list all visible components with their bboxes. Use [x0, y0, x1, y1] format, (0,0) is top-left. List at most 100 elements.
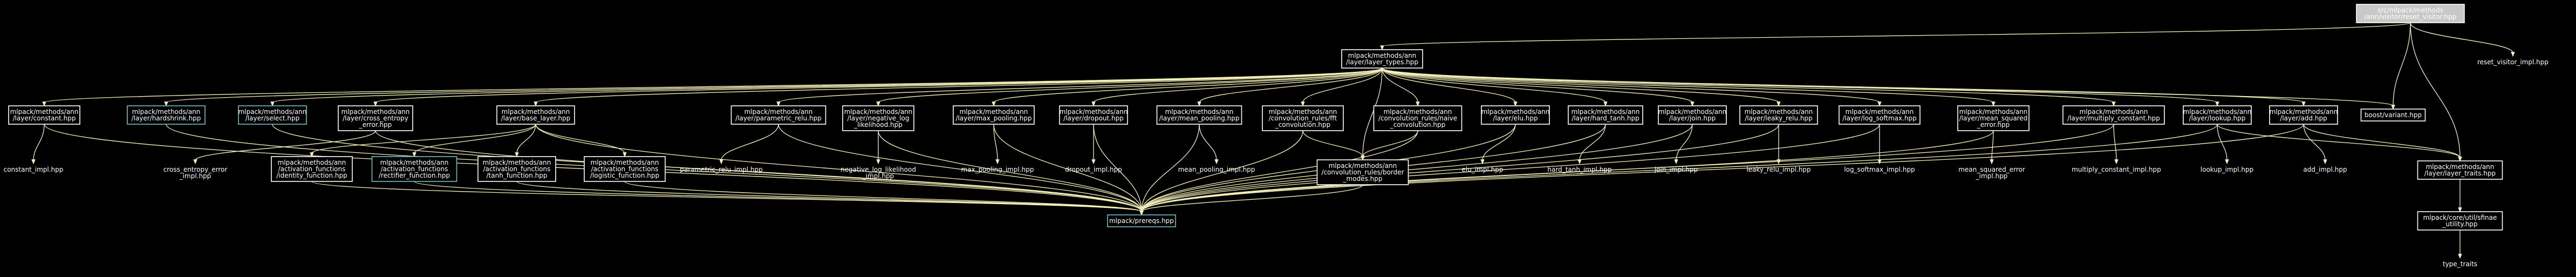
node-box [1107, 214, 1176, 227]
node-hard-tanh-impl[interactable]: hard_tanh_impl.hpp [1547, 166, 1611, 173]
node-rectifier-fn[interactable]: mlpack/methods/ann/activation_functions/… [371, 156, 457, 182]
edge-arrowhead [1480, 159, 1485, 165]
node-max-pooling[interactable]: mlpack/methods/ann/layer/max_pooling.hpp [953, 105, 1035, 125]
node-join[interactable]: mlpack/methods/ann/layer/join.hpp [1658, 105, 1727, 125]
edge-max-pooling-to-max-pooling-impl [993, 124, 998, 161]
node-elu-impl[interactable]: elu_impl.hpp [1462, 166, 1504, 173]
node-leaky-relu[interactable]: mlpack/methods/ann/layer/leaky_relu.hpp [1739, 105, 1818, 125]
node-label-line: mlpack/methods/ann [2270, 108, 2338, 116]
node-label-line: mlpack/methods/ann [1384, 108, 1452, 116]
edge-arrowhead [1091, 159, 1096, 165]
node-join-impl[interactable]: join_impl.hpp [1654, 166, 1698, 173]
node-label-line: _impl.hpp [862, 172, 894, 180]
node-parametric-relu[interactable]: mlpack/methods/ann/layer/parametric_relu… [730, 105, 826, 125]
node-select[interactable]: mlpack/methods/ann/layer/select.hpp [238, 105, 307, 125]
node-elu[interactable]: mlpack/methods/ann/layer/elu.hpp [1481, 105, 1550, 125]
node-prereqs[interactable]: mlpack/prereqs.hpp [1107, 214, 1176, 227]
edge-cross-entropy-to-prereqs [375, 130, 1142, 212]
edge-layer-types-to-hard-tanh [1382, 67, 1606, 103]
node-add[interactable]: mlpack/methods/ann/layer/add.hpp [2269, 105, 2338, 125]
node-reset-visitor-impl[interactable]: reset_visitor_impl.hpp [2477, 58, 2548, 66]
node-logistic-fn[interactable]: mlpack/methods/ann/activation_functions/… [584, 156, 666, 182]
node-mean-pooling-impl[interactable]: mean_pooling_impl.hpp [1178, 166, 1255, 173]
node-hard-tanh[interactable]: mlpack/methods/ann/layer/hard_tanh.hpp [1568, 105, 1643, 125]
edge-arrowhead [1603, 102, 1608, 107]
node-label-line: _convolution.hpp [1275, 121, 1331, 129]
node-hardshrink[interactable]: mlpack/methods/ann/layer/hardshrink.hpp [127, 105, 206, 125]
node-box [1839, 105, 1921, 125]
node-label-line: leaky_relu_impl.hpp [1746, 166, 1810, 173]
node-lookup-impl[interactable]: lookup_impl.hpp [2201, 166, 2253, 173]
node-label-line: /layer/negative_log [848, 114, 910, 122]
node-label-line: log_softmax_impl.hpp [1844, 166, 1915, 173]
node-log-softmax[interactable]: mlpack/methods/ann/layer/log_softmax.hpp [1839, 105, 1921, 125]
node-box [1739, 105, 1818, 125]
node-label-line: /layer/layer_types.hpp [1346, 58, 1418, 66]
node-neg-log-lik[interactable]: mlpack/methods/ann/layer/negative_log_li… [842, 105, 914, 131]
node-fft-conv[interactable]: mlpack/methods/ann/convolution_rules/fft… [1262, 105, 1344, 131]
node-dropout-impl[interactable]: dropout_impl.hpp [1065, 166, 1122, 173]
edge-root-to-layer-traits [2410, 22, 2461, 158]
node-label-line: join_impl.hpp [1654, 166, 1698, 173]
edge-logistic-fn-to-prereqs [624, 181, 1142, 212]
node-sfinae-utility[interactable]: mlpack/core/util/sfinae_utility.hpp [2417, 211, 2503, 231]
node-box [2356, 4, 2465, 23]
node-label-line: mlpack/methods/ann [1571, 108, 1640, 116]
node-label-line: /ann/visitor/reset_visitor.hpp [2365, 13, 2457, 21]
node-add-impl[interactable]: add_impl.hpp [2303, 166, 2347, 173]
edge-arrowhead [1877, 102, 1882, 107]
node-label-line: /activation_functions [381, 165, 448, 173]
edge-layer-types-to-base-layer [535, 67, 1383, 103]
node-layer-traits[interactable]: mlpack/methods/ann/layer/layer_traits.hp… [2417, 160, 2503, 180]
node-box [2417, 211, 2503, 231]
node-label-line: mlpack/methods/ann [483, 159, 551, 166]
node-box [842, 105, 914, 131]
edge-arrowhead [1380, 45, 1384, 51]
node-boost-variant[interactable]: boost/variant.hpp [2360, 109, 2426, 121]
node-multiply-constant[interactable]: mlpack/methods/ann/layer/multiply_consta… [2062, 105, 2165, 125]
node-label-line: /activation_functions [483, 165, 551, 173]
node-constant[interactable]: mlpack/methods/ann/layer/constant.hpp [8, 105, 80, 125]
edge-base-layer-to-prereqs [535, 124, 1142, 212]
node-dropout[interactable]: mlpack/methods/ann/layer/dropout.hpp [1059, 105, 1128, 125]
edge-base-layer-to-rectifier-fn [414, 124, 536, 154]
node-mse-impl[interactable]: mean_squared_error_impl.hpp [1958, 166, 2025, 180]
node-box [8, 105, 80, 125]
edge-arrowhead [373, 102, 378, 107]
node-label-line: mean_pooling_impl.hpp [1178, 166, 1255, 173]
edge-border-modes-to-prereqs [1141, 184, 1363, 212]
node-label-line: elu_impl.hpp [1462, 166, 1504, 173]
node-mean-pooling[interactable]: mlpack/methods/ann/layer/mean_pooling.hp… [1156, 105, 1242, 125]
node-tanh-fn[interactable]: mlpack/methods/ann/activation_functions/… [477, 156, 556, 182]
edge-arrowhead [31, 159, 36, 165]
node-naive-conv[interactable]: mlpack/methods/ann/convolution_rules/nai… [1373, 105, 1463, 131]
node-mse[interactable]: mlpack/methods/ann/layer/mean_squared_er… [1957, 105, 2030, 131]
node-border-modes[interactable]: mlpack/methods/ann/convolution_rules/bor… [1316, 159, 1409, 185]
node-leaky-relu-impl[interactable]: leaky_relu_impl.hpp [1746, 166, 1810, 173]
node-multiply-constant-impl[interactable]: multiply_constant_impl.hpp [2072, 166, 2161, 173]
node-log-softmax-impl[interactable]: log_softmax_impl.hpp [1844, 166, 1915, 173]
node-cross-entropy[interactable]: mlpack/methods/ann/layer/cross_entropy_e… [338, 105, 413, 131]
node-identity-fn[interactable]: mlpack/methods/ann/activation_functions/… [271, 156, 353, 182]
node-neg-log-lik-impl[interactable]: negative_log_likelihood_impl.hpp [841, 166, 916, 180]
node-base-layer[interactable]: mlpack/methods/ann/layer/base_layer.hpp [496, 105, 575, 125]
node-lookup[interactable]: mlpack/methods/ann/layer/lookup.hpp [2183, 105, 2252, 125]
edge-arrowhead [719, 159, 723, 165]
node-label-line: /convolution_rules/fft [1269, 114, 1337, 122]
edge-root-to-reset-visitor-impl [2410, 22, 2513, 53]
node-parametric-relu-impl[interactable]: parametric_relu_impl.hpp [680, 166, 763, 173]
node-max-pooling-impl[interactable]: max_pooling_impl.hpp [961, 166, 1034, 173]
edge-max-pooling-to-prereqs [993, 124, 1142, 212]
edge-fft-conv-to-prereqs [1141, 130, 1303, 212]
node-label-line: /logistic_function.hpp [590, 172, 659, 179]
node-label-line: mlpack/methods/ann [502, 108, 570, 116]
node-constant-impl[interactable]: constant_impl.hpp [4, 166, 64, 173]
node-root[interactable]: src/mlpack/methods/ann/visitor/reset_vis… [2356, 4, 2465, 23]
node-layer-types[interactable]: mlpack/methods/ann/layer/layer_types.hpp [1341, 49, 1423, 69]
edge-layer-types-to-mean-pooling [1199, 67, 1383, 103]
edge-mean-pooling-to-mean-pooling-impl [1199, 124, 1217, 161]
node-type-traits[interactable]: type_traits [2443, 260, 2477, 268]
edge-layer-types-to-neg-log-lik [878, 67, 1383, 103]
node-cross-entropy-impl[interactable]: cross_entropy_error_impl.hpp [163, 166, 228, 180]
